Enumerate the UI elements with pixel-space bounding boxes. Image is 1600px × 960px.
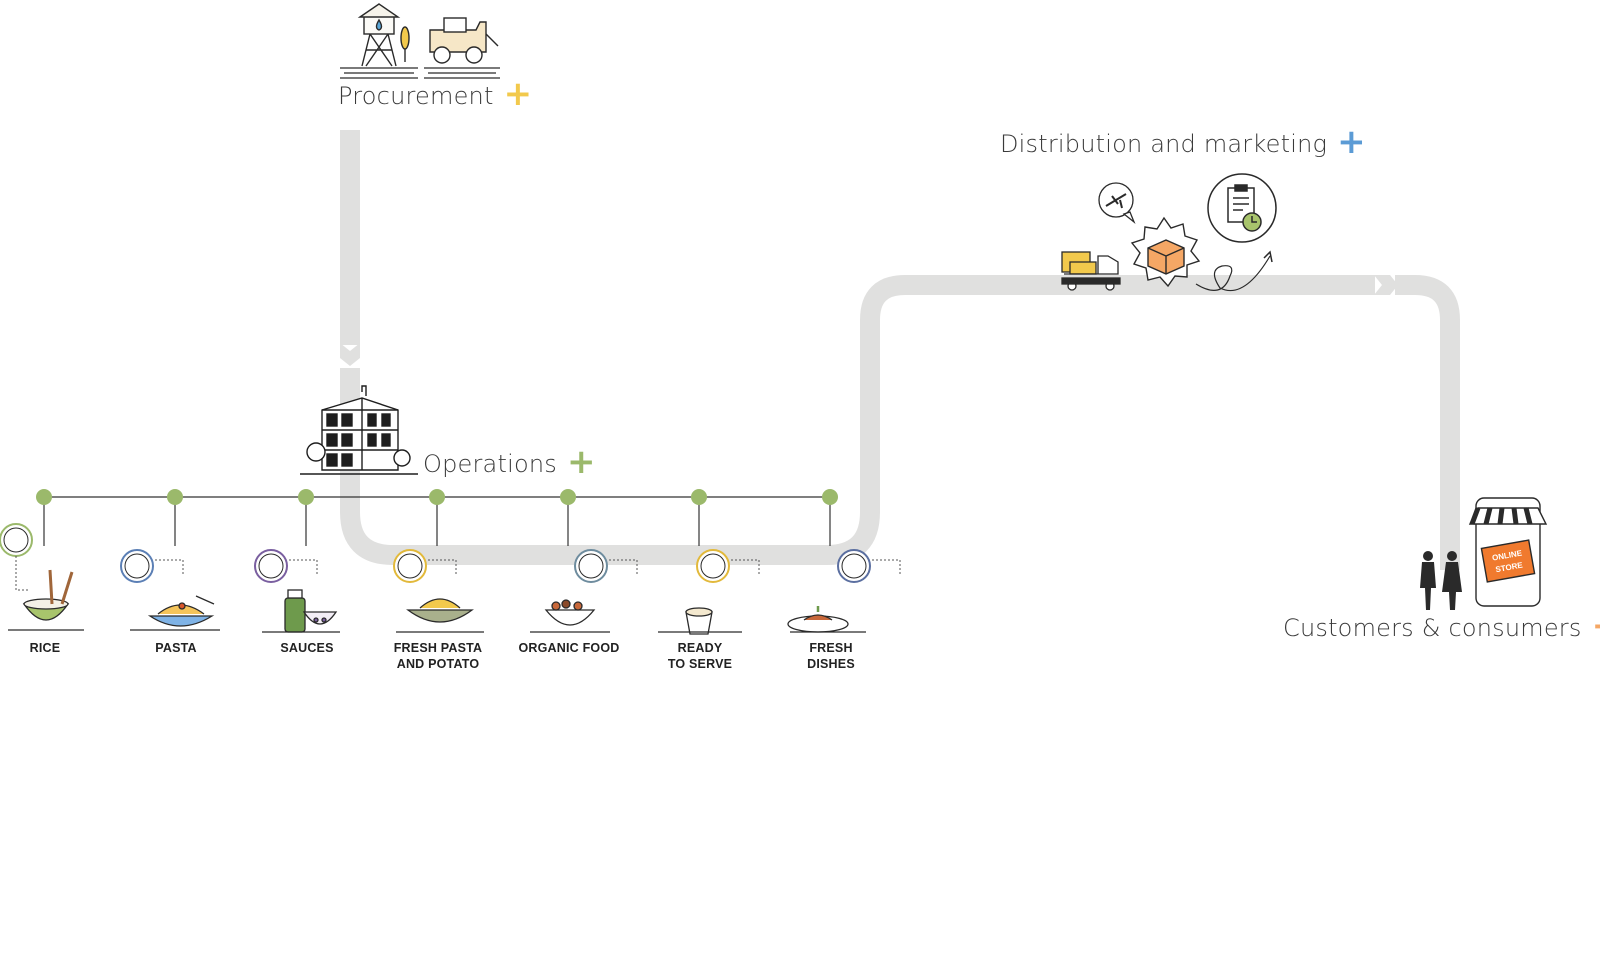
timeline-node[interactable] — [167, 489, 183, 505]
dotted-connector — [15, 556, 28, 591]
water-tower-icon — [357, 3, 410, 67]
fresh-pasta-icon — [396, 598, 484, 633]
rice-bowl-icon — [3, 527, 29, 553]
airplane-bubble-icon — [1098, 182, 1136, 225]
field-rows — [340, 67, 500, 79]
category-label-fresh-pasta[interactable]: FRESH PASTA AND POTATO — [393, 641, 483, 671]
fresh-dish-icon — [787, 606, 866, 633]
chevron-right-icon — [1374, 275, 1398, 295]
supply-road — [340, 130, 1460, 570]
timeline-node[interactable] — [691, 489, 707, 505]
dotted-connector — [872, 559, 901, 574]
customers-expand-icon[interactable]: + — [1592, 609, 1600, 643]
category-label-pasta[interactable]: PASTA — [155, 641, 197, 655]
timeline-node[interactable] — [298, 489, 314, 505]
rice-bowl-icon — [8, 569, 84, 631]
timeline-node[interactable] — [560, 489, 576, 505]
operations-label: Operations — [423, 449, 557, 478]
category-badge[interactable] — [574, 549, 638, 583]
road-main-segment — [340, 275, 1375, 565]
category-badge[interactable] — [393, 549, 457, 583]
category-label-rice[interactable]: RICE — [29, 641, 61, 655]
organic-bowl-badge-ring — [574, 549, 608, 583]
pasta-plate-badge-ring — [120, 549, 154, 583]
distribution-label: Distribution and marketing — [1000, 129, 1328, 158]
category-label-ready-to-serve[interactable]: READY TO SERVE — [667, 641, 733, 671]
timeline-node[interactable] — [36, 489, 52, 505]
customers-label: Customers & consumers — [1283, 613, 1582, 642]
procurement-stage-button[interactable]: Procurement + — [338, 74, 533, 114]
category-nodes — [36, 489, 838, 546]
chevron-down-icon — [340, 343, 360, 366]
ready-cup-icon — [700, 553, 726, 579]
dotted-connector — [731, 559, 760, 574]
road-chevrons — [340, 275, 1398, 366]
ready-cup-icon — [658, 607, 742, 635]
organic-bowl-icon — [578, 553, 604, 579]
sauce-jar-icon — [262, 589, 340, 633]
dotted-connector — [289, 559, 318, 574]
distribution-stage-button[interactable]: Distribution and marketing + — [1000, 122, 1366, 162]
category-label-sauces[interactable]: SAUCES — [280, 641, 334, 655]
category-badge[interactable] — [837, 549, 901, 583]
category-label-organic-food[interactable]: ORGANIC FOOD — [518, 641, 620, 655]
sauce-jar-icon — [258, 553, 284, 579]
dotted-connector — [609, 559, 638, 574]
procurement-expand-icon[interactable]: + — [503, 74, 533, 114]
operations-expand-icon[interactable]: + — [566, 442, 596, 482]
tractor-icon — [429, 17, 499, 64]
package-burst-icon — [1130, 216, 1201, 288]
fresh-dish-badge-ring — [837, 549, 871, 583]
sauce-jar-badge-ring — [254, 549, 288, 583]
timeline-node[interactable] — [822, 489, 838, 505]
fresh-dish-icon — [841, 553, 867, 579]
dotted-connector — [428, 559, 457, 574]
pasta-plate-icon — [130, 595, 220, 631]
rice-bowl-badge-ring — [0, 523, 33, 557]
operations-stage-button[interactable]: Operations + — [423, 442, 596, 482]
clipboard-clock-icon — [1195, 173, 1277, 292]
category-badge[interactable] — [254, 549, 318, 583]
distribution-expand-icon[interactable]: + — [1337, 122, 1366, 162]
category-badge[interactable] — [120, 549, 184, 583]
procurement-label: Procurement — [338, 81, 494, 110]
customers-stage-button[interactable]: Customers & consumers + — [1283, 609, 1600, 643]
category-badges — [0, 523, 901, 591]
road-final-segment — [1395, 275, 1460, 570]
online-store-icon: ONLINE STORE — [1468, 497, 1548, 607]
delivery-truck-icon — [1061, 251, 1121, 291]
timeline-node[interactable] — [429, 489, 445, 505]
fresh-pasta-icon — [397, 553, 423, 579]
factory-building-icon — [300, 385, 418, 475]
pasta-plate-icon — [124, 553, 150, 579]
people-icon — [1420, 551, 1462, 610]
category-badge[interactable] — [696, 549, 760, 583]
fresh-pasta-badge-ring — [393, 549, 427, 583]
organic-bowl-icon — [530, 599, 610, 633]
category-label-fresh-dishes[interactable]: FRESH DISHES — [807, 641, 855, 671]
ready-cup-badge-ring — [696, 549, 730, 583]
dotted-connector — [155, 559, 184, 574]
category-badge[interactable] — [0, 523, 33, 591]
